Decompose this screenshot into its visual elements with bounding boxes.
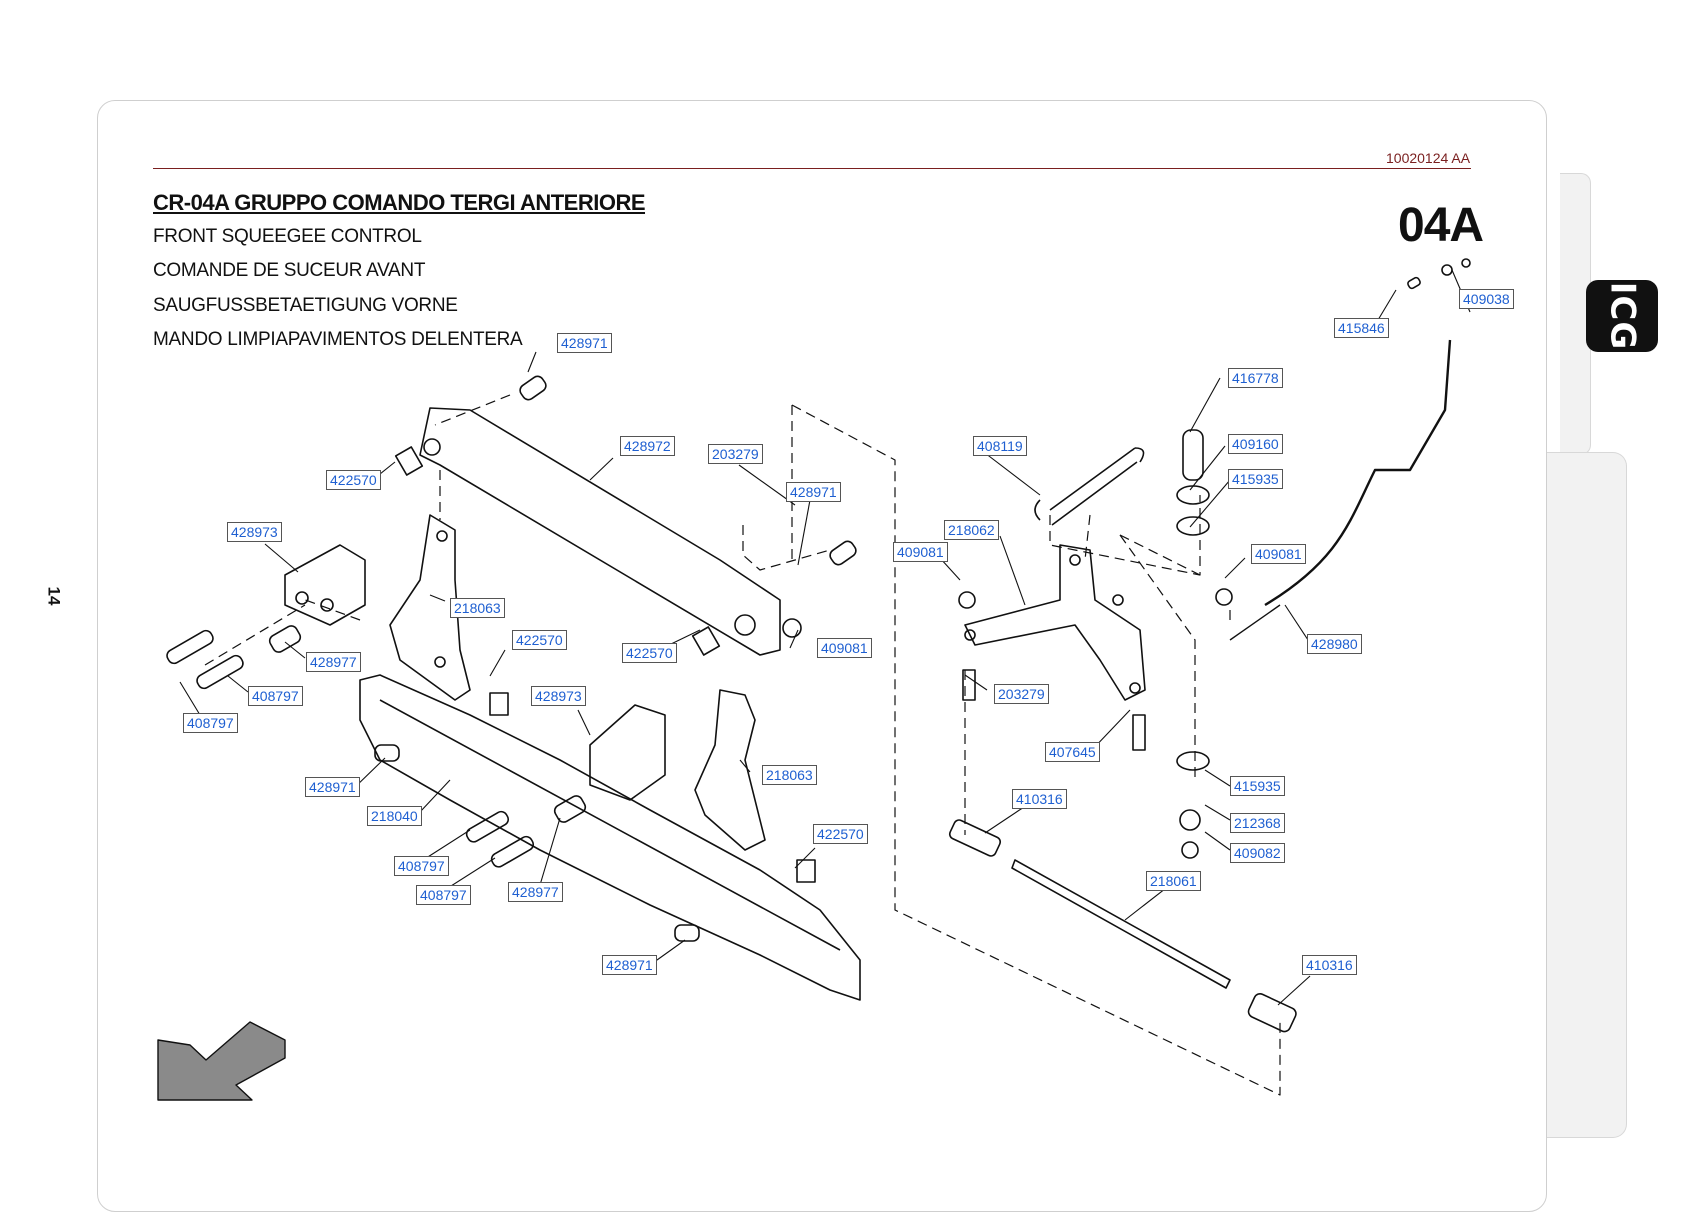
part-label[interactable]: 415935: [1230, 776, 1285, 796]
part-label[interactable]: 409081: [817, 638, 872, 658]
hardware-fasteners: [166, 258, 1471, 1033]
part-label[interactable]: 428972: [620, 436, 675, 456]
part-label[interactable]: 428977: [306, 652, 361, 672]
frame-218040: [359, 674, 861, 1001]
part-label[interactable]: 428971: [305, 777, 360, 797]
part-label[interactable]: 428973: [531, 686, 586, 706]
brand-tab[interactable]: ICG: [1586, 280, 1658, 352]
subtitle-de: SAUGFUSSBETAETIGUNG VORNE: [153, 295, 458, 316]
part-label[interactable]: 218040: [367, 806, 422, 826]
bracket-218063-left: [389, 514, 471, 701]
page-title: CR-04A GRUPPO COMANDO TERGI ANTERIORE: [153, 190, 646, 215]
part-label[interactable]: 409038: [1459, 289, 1514, 309]
part-label[interactable]: 415935: [1228, 469, 1283, 489]
subtitle-en: FRONT SQUEEGEE CONTROL: [153, 226, 422, 247]
part-label[interactable]: 422570: [813, 824, 868, 844]
block-428973-left: [284, 544, 366, 626]
part-label[interactable]: 422570: [326, 470, 381, 490]
part-label[interactable]: 218062: [944, 520, 999, 540]
part-label[interactable]: 409081: [1251, 544, 1306, 564]
shaft-218061: [1011, 859, 1231, 989]
part-label[interactable]: 428973: [227, 522, 282, 542]
part-label[interactable]: 218063: [450, 598, 505, 618]
part-label[interactable]: 212368: [1230, 813, 1285, 833]
side-tab-upper: [1560, 173, 1591, 455]
part-label[interactable]: 218061: [1146, 871, 1201, 891]
part-label[interactable]: 410316: [1302, 955, 1357, 975]
side-tab-lower: [1546, 452, 1627, 1138]
part-label[interactable]: 408797: [416, 885, 471, 905]
part-label[interactable]: 415846: [1334, 318, 1389, 338]
subtitle-es: MANDO LIMPIAPAVIMENTOS DELENTERA: [153, 329, 523, 350]
bracket-218063-right: [694, 689, 766, 851]
part-label[interactable]: 408797: [248, 686, 303, 706]
part-label[interactable]: 203279: [708, 444, 763, 464]
section-code: 04A: [1398, 199, 1484, 252]
part-label[interactable]: 410316: [1012, 789, 1067, 809]
document-code: 10020124 AA: [1386, 150, 1471, 166]
part-label[interactable]: 428977: [508, 882, 563, 902]
part-label[interactable]: 409160: [1228, 434, 1283, 454]
subtitle-fr: COMANDE DE SUCEUR AVANT: [153, 260, 426, 281]
part-label[interactable]: 416778: [1228, 368, 1283, 388]
part-label[interactable]: 409082: [1230, 843, 1285, 863]
part-label[interactable]: 218063: [762, 765, 817, 785]
part-label[interactable]: 409081: [893, 542, 948, 562]
header-rule: [153, 168, 1471, 169]
part-label[interactable]: 428980: [1307, 634, 1362, 654]
part-label[interactable]: 422570: [622, 643, 677, 663]
part-label[interactable]: 428971: [557, 333, 612, 353]
part-label[interactable]: 407645: [1045, 742, 1100, 762]
part-label[interactable]: 408797: [183, 713, 238, 733]
part-label[interactable]: 408797: [394, 856, 449, 876]
part-label[interactable]: 422570: [512, 630, 567, 650]
cable-428980: [1264, 339, 1452, 607]
part-label[interactable]: 428971: [602, 955, 657, 975]
lever-218062: [964, 544, 1146, 701]
part-label[interactable]: 428971: [786, 482, 841, 502]
part-label[interactable]: 203279: [994, 684, 1049, 704]
block-428973-center: [589, 704, 666, 801]
part-label[interactable]: 408119: [973, 436, 1027, 456]
spring-408119: [1049, 447, 1138, 526]
assembly-dashed-lines: [204, 394, 1281, 1096]
arm-428972: [419, 407, 781, 656]
direction-arrow-icon: [157, 1021, 286, 1101]
